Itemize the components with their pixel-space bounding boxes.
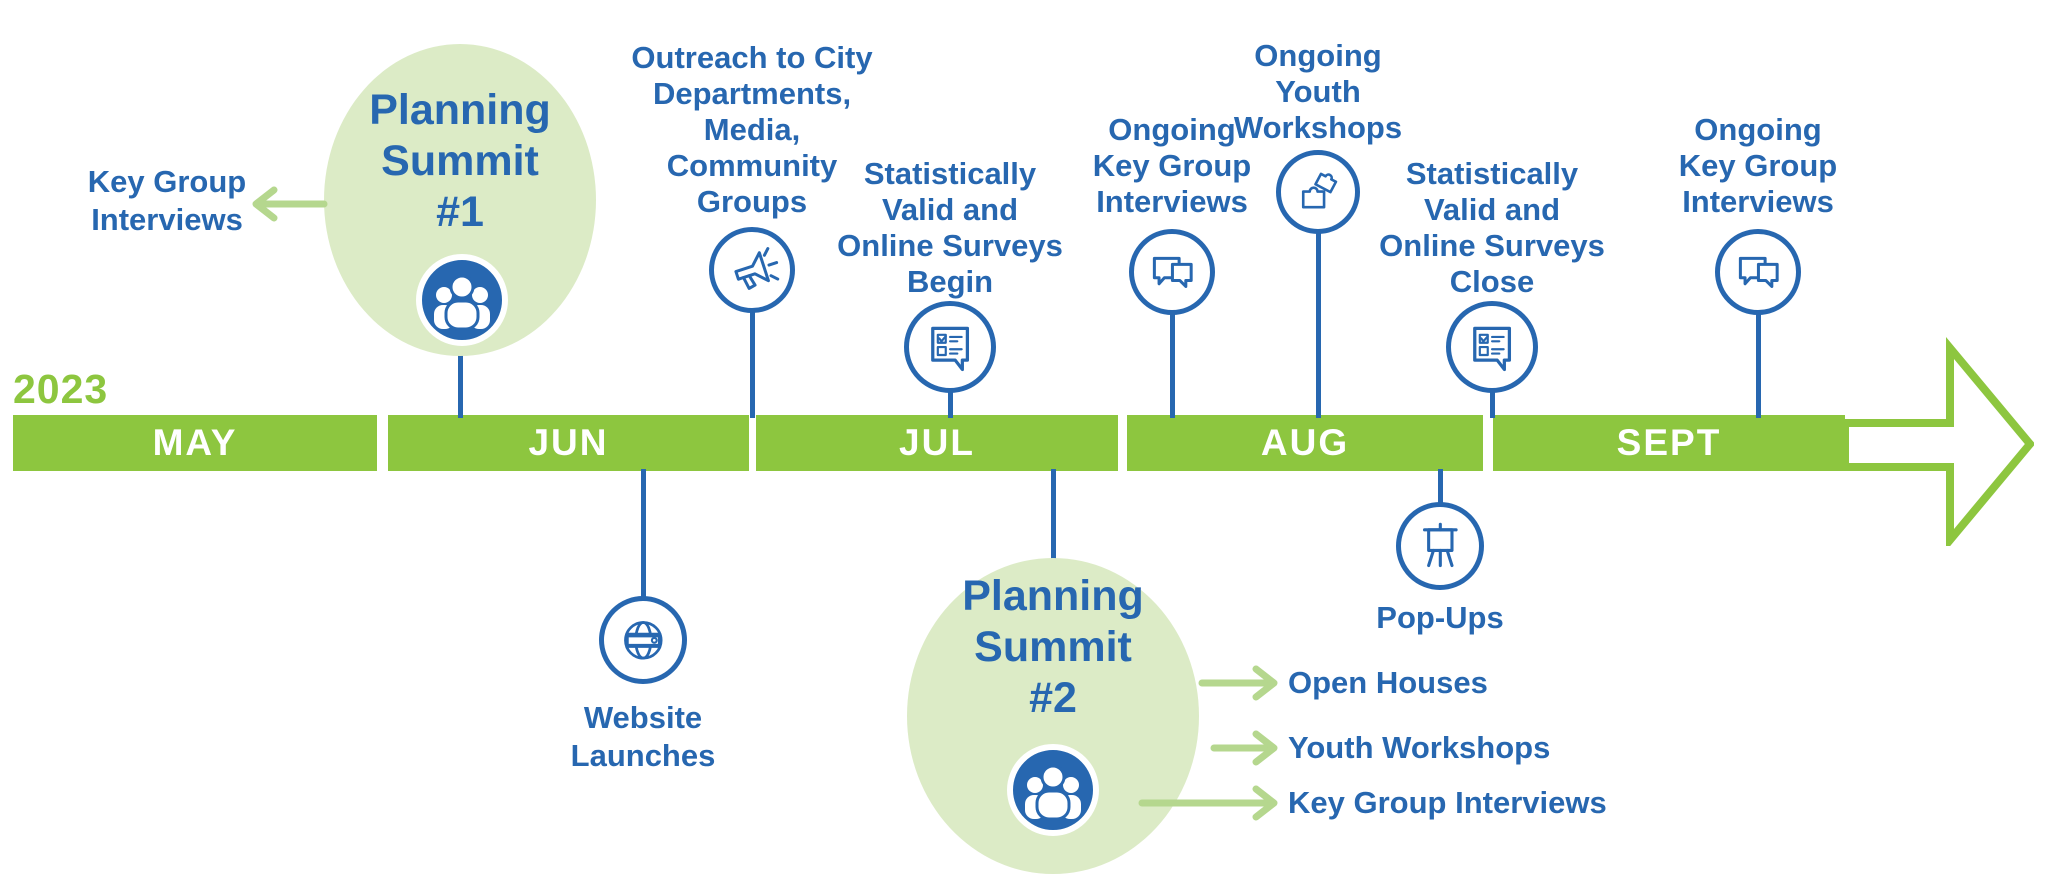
icon-circle-easel — [1396, 502, 1484, 590]
event-label-line: Statistically — [863, 156, 1037, 191]
event-label-line: Media, — [703, 112, 801, 147]
summit2-arrow-label: Youth Workshops — [1288, 730, 1551, 765]
month-segment-sept: SEPT — [1493, 415, 1845, 471]
event-label-line: Community — [666, 148, 838, 183]
summit2-arrow — [1138, 785, 1282, 826]
icon-circle-globe — [599, 596, 687, 684]
people-icon — [1025, 764, 1081, 821]
people-icon — [434, 274, 490, 331]
summit-title-line: Summit — [381, 137, 539, 185]
icon-circle-puzzle — [1276, 150, 1360, 234]
event-label-line: Website — [583, 700, 703, 735]
icon-circle-megaphone — [709, 227, 795, 313]
connector-line — [947, 392, 953, 418]
summit2-arrow-label: Key Group Interviews — [1288, 785, 1607, 820]
event-label-line: Groups — [696, 184, 808, 219]
summit-title-line: #2 — [1029, 674, 1077, 722]
event-label-line: Launches — [570, 738, 716, 773]
event-label-line: Key Group — [1678, 148, 1838, 183]
event-label-line: Valid and — [1423, 192, 1561, 227]
event-label-line: Interviews — [1682, 184, 1834, 219]
chat-icon — [1152, 256, 1193, 288]
event-label-line: Ongoing — [1108, 112, 1236, 147]
event-label-line: Valid and — [881, 192, 1019, 227]
event-label-line: Ongoing — [1254, 38, 1382, 73]
event-label-line: Workshops — [1233, 110, 1403, 145]
summit-title-line: Summit — [974, 623, 1132, 671]
event-label-line: Interviews — [1096, 184, 1248, 219]
month-segment-aug: AUG — [1127, 415, 1483, 471]
event-label-line: Pop-Ups — [1376, 600, 1504, 635]
event-label-line: Ongoing — [1694, 112, 1822, 147]
connector-line — [457, 352, 463, 418]
icon-circle-survey — [904, 301, 996, 393]
year-label: 2023 — [13, 366, 109, 412]
end-arrow-icon — [1841, 336, 2036, 552]
people-badge — [1007, 744, 1099, 836]
icon-circle-survey — [1446, 301, 1538, 393]
event-label-line: Departments, — [652, 76, 852, 111]
event-label-line: Close — [1449, 264, 1535, 299]
left-note-arrow — [248, 186, 328, 227]
survey-icon — [931, 326, 969, 371]
summit2-arrow — [1198, 665, 1282, 706]
survey-icon — [1473, 326, 1511, 371]
month-segment-jun: JUN — [388, 415, 749, 471]
connector-line — [1315, 233, 1321, 418]
summit-title-line: Planning — [369, 86, 551, 134]
summit-title-line: #1 — [436, 188, 484, 236]
right-arrow-icon — [1138, 785, 1278, 821]
timeline-end-arrow — [1841, 334, 2036, 552]
icon-circle-chat — [1129, 229, 1215, 315]
globe-icon — [623, 620, 663, 660]
summit2-arrow-label: Open Houses — [1288, 665, 1488, 700]
event-label-line: Statistically — [1405, 156, 1579, 191]
connector-line — [1437, 469, 1443, 504]
event-label-line: Begin — [906, 264, 994, 299]
event-label-line: Youth — [1275, 74, 1361, 109]
connector-line — [749, 312, 755, 418]
month-segment-may: MAY — [13, 415, 377, 471]
connector-line — [1755, 314, 1761, 418]
summit-title-line: Planning — [962, 572, 1144, 620]
connector-line — [1169, 314, 1175, 418]
summit2-arrow — [1210, 730, 1282, 771]
icon-circle-chat — [1715, 229, 1801, 315]
easel-icon — [1422, 522, 1458, 567]
right-arrow-icon — [1198, 665, 1278, 701]
people-badge — [416, 254, 508, 346]
event-label-line: Online Surveys — [1379, 228, 1605, 263]
megaphone-icon — [733, 246, 779, 290]
connector-line — [1050, 469, 1056, 560]
event-label-line: Online Surveys — [837, 228, 1063, 263]
right-arrow-icon — [1210, 730, 1278, 766]
left-arrow-icon — [252, 186, 328, 222]
connector-line — [640, 469, 646, 598]
event-label-line: Outreach to City — [631, 40, 873, 75]
chat-icon — [1738, 256, 1779, 288]
month-segment-jul: JUL — [756, 415, 1118, 471]
event-label-line: Key Group — [1092, 148, 1252, 183]
left-note-line: Key Group — [87, 164, 247, 199]
connector-line — [1489, 392, 1495, 418]
left-note-line: Interviews — [91, 202, 243, 237]
puzzle-icon — [1302, 173, 1338, 209]
